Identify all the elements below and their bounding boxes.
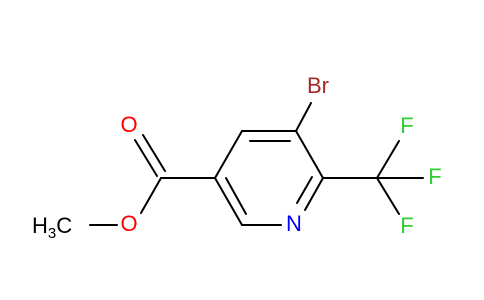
bond-c3-c4 <box>214 130 243 179</box>
bond-carbonyl-o-double-b <box>142 134 166 172</box>
nitrogen-label: N <box>286 211 302 236</box>
methyl-subscript: 3 <box>48 225 56 242</box>
fluorine-right-label: F <box>428 164 441 189</box>
methyl-h: H <box>32 213 48 238</box>
fluorine-bottom-label: F <box>400 213 413 238</box>
ester-oxygen-label: O <box>120 211 137 236</box>
bond-c6-n-inner <box>296 176 313 204</box>
methyl-label: H3C <box>32 213 72 242</box>
bond-carbonyl-o-double-a <box>134 139 158 177</box>
bond-c2-c3 <box>214 177 243 226</box>
bromine-label: Br <box>307 73 329 98</box>
bond-cf3-f-top <box>376 140 400 179</box>
fluorine-top-label: F <box>400 113 413 138</box>
bond-skeleton <box>89 102 424 226</box>
bond-c6-n <box>304 177 324 211</box>
bond-cf3-f-bottom <box>376 177 400 215</box>
bond-c5-c6 <box>295 130 324 179</box>
carbonyl-oxygen-label: O <box>120 112 137 137</box>
bond-c5-br <box>295 102 312 132</box>
methyl-c: C <box>56 213 72 238</box>
bond-c2-c3-inner <box>225 177 247 215</box>
bond-carbonyl-ester-o <box>140 177 162 214</box>
